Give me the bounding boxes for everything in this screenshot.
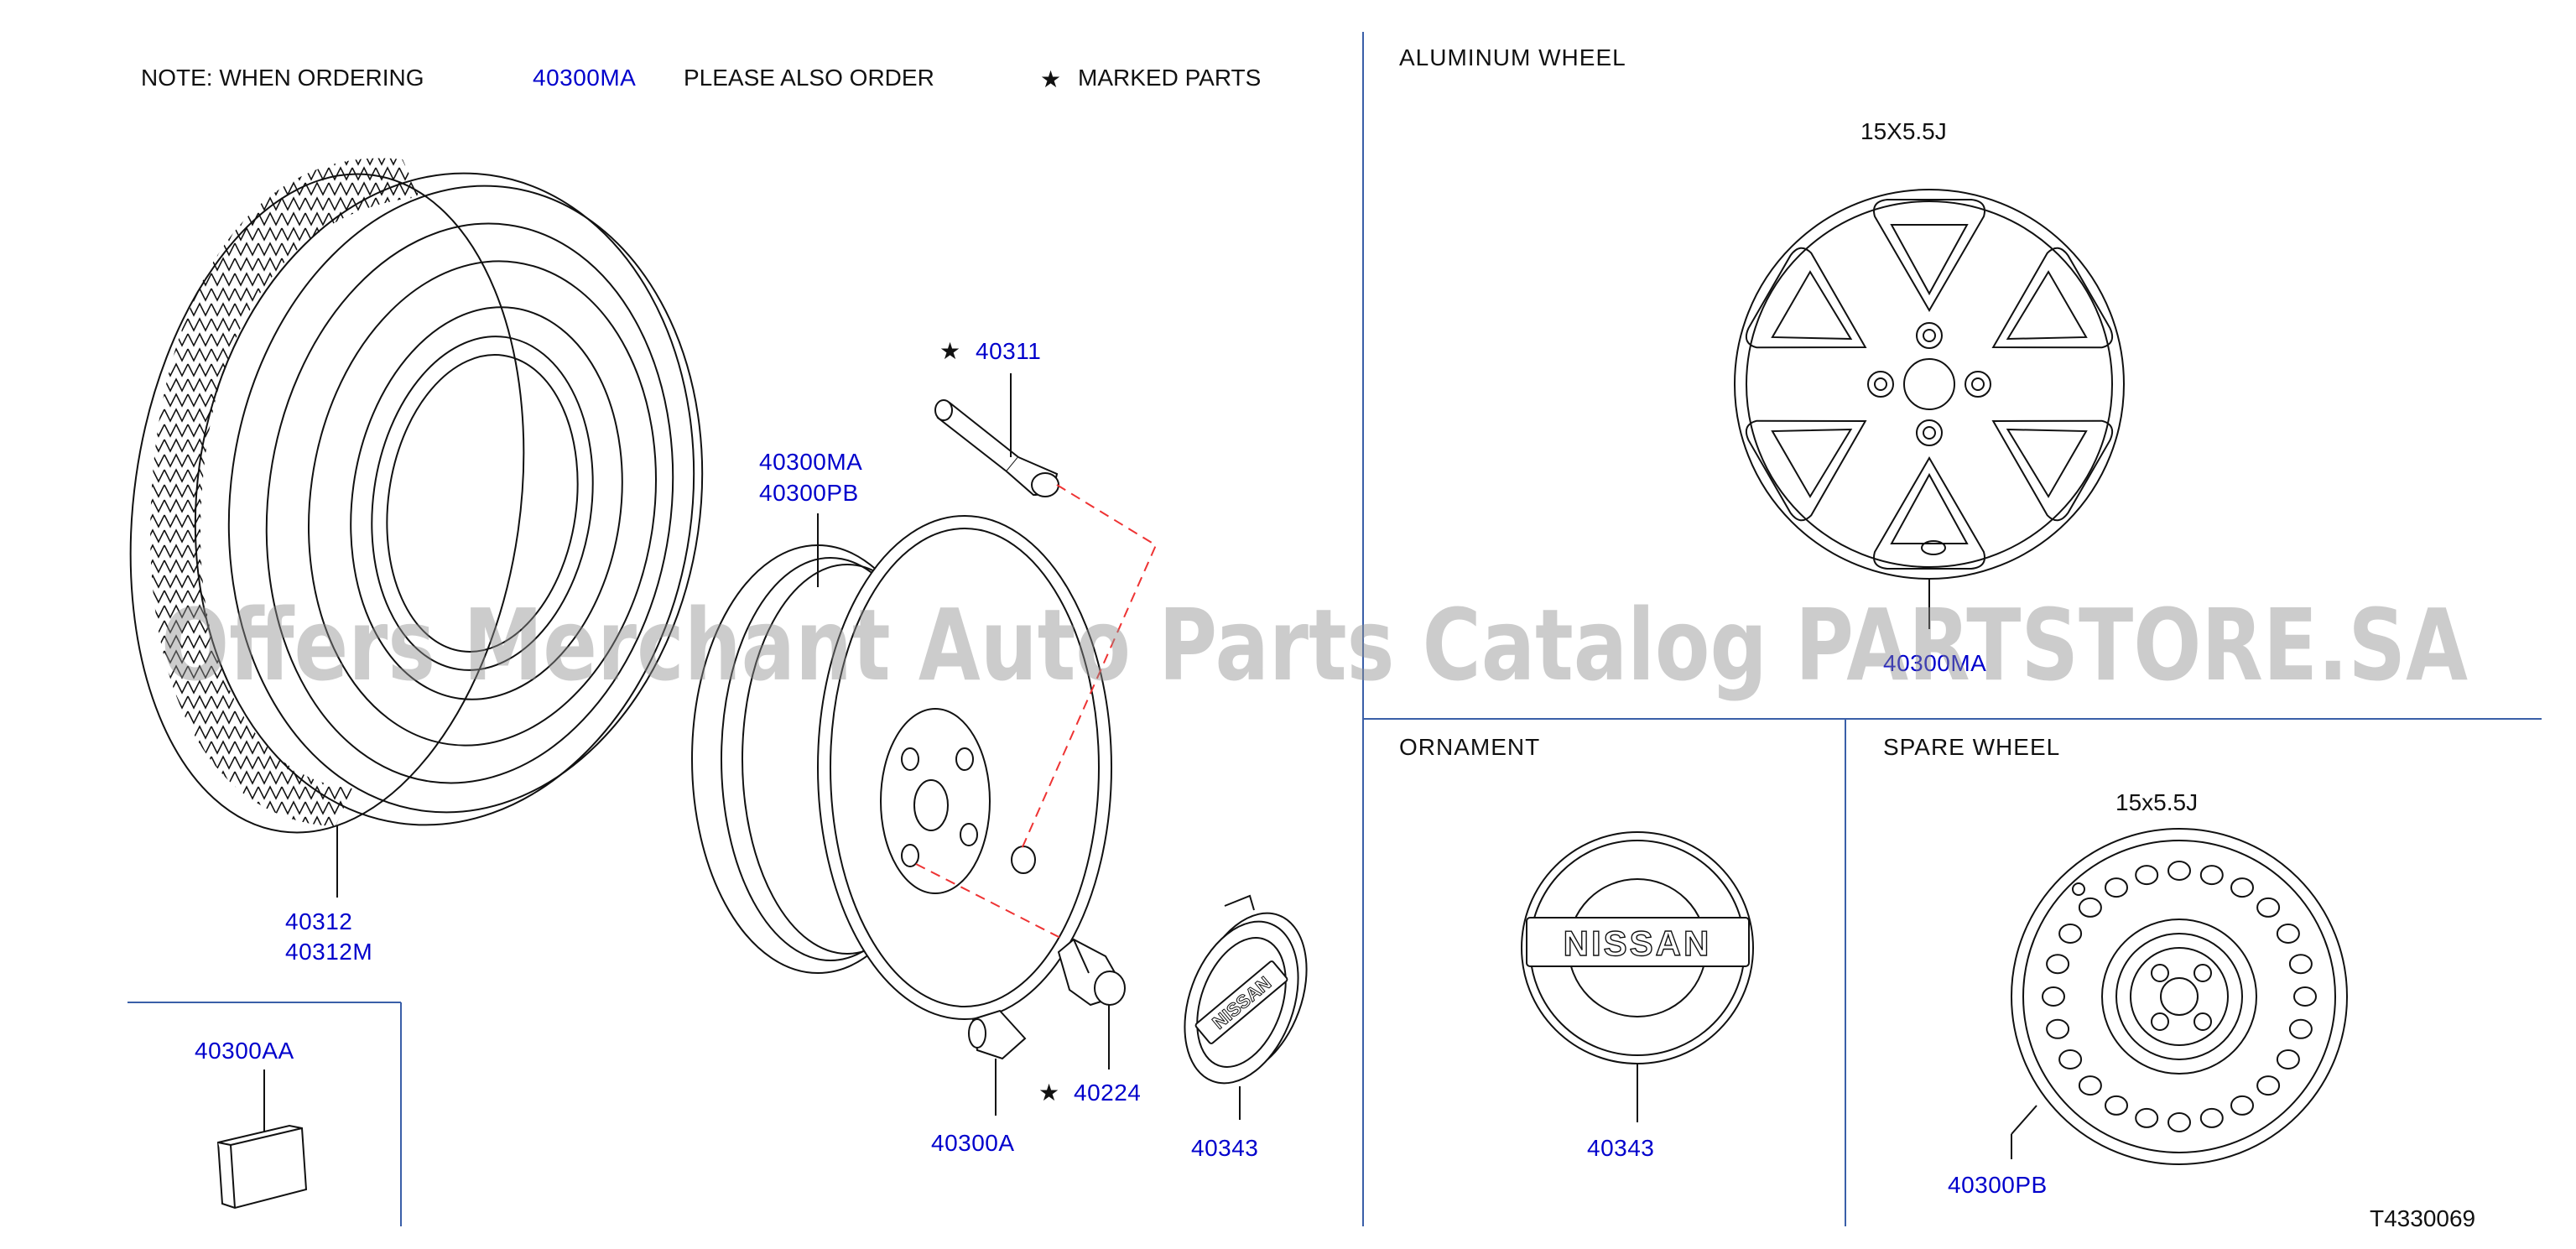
spare-wheel-hole — [2276, 924, 2300, 944]
diagram-id: T4330069 — [2370, 1205, 2475, 1231]
section-dividers — [127, 32, 2542, 1226]
spare-wheel-hole — [2293, 986, 2317, 1007]
note-middle: PLEASE ALSO ORDER — [684, 65, 934, 91]
tire-drawing — [129, 158, 704, 834]
spare-wheel-hole — [2105, 1095, 2128, 1116]
spare-wheel-hole — [2230, 877, 2254, 898]
spare-wheel-hole — [2078, 897, 2102, 918]
order-note: NOTE: WHEN ORDERING 40300MA PLEASE ALSO … — [141, 65, 1261, 92]
note-prefix: NOTE: WHEN ORDERING — [141, 65, 424, 91]
weight-aa-drawing — [216, 1124, 308, 1210]
part-label-40224[interactable]: 40224 — [1074, 1080, 1141, 1106]
spare-wheel-hole — [2135, 1107, 2159, 1128]
center-cap-drawing: NISSAN — [1184, 894, 1308, 1085]
spare-wheel-hole — [2105, 877, 2128, 898]
part-label-ornament-40343[interactable]: 40343 — [1587, 1135, 1654, 1161]
spare-wheel-size: 15x5.5J — [2115, 789, 2198, 815]
part-label-40300aa[interactable]: 40300AA — [195, 1038, 294, 1064]
spare-wheel-hole — [2046, 954, 2070, 975]
nut-star-icon: ★ — [1038, 1080, 1059, 1106]
spare-wheel-hole — [2230, 1095, 2254, 1116]
spare-wheel-hole — [2058, 924, 2083, 944]
spare-wheel-hole — [2135, 865, 2159, 886]
spare-wheel-hole — [2167, 861, 2191, 881]
part-label-40300ma[interactable]: 40300MA — [759, 449, 862, 475]
section-title-spare-wheel: SPARE WHEEL — [1883, 734, 2060, 760]
section-title-ornament: ORNAMENT — [1399, 734, 1540, 760]
spare-wheel-hole — [2276, 1049, 2300, 1069]
spare-wheel-hole — [2046, 1018, 2070, 1039]
ornament-logo-text: NISSAN — [1564, 924, 1712, 963]
star-icon: ★ — [1040, 66, 1061, 92]
ornament-drawing: NISSAN — [1521, 831, 1754, 1064]
spare-leader-diag — [2011, 1105, 2037, 1135]
spare-wheel-drawing — [2011, 828, 2348, 1165]
weight-a-drawing — [968, 1009, 1027, 1060]
aluminum-wheel-drawing — [1734, 189, 2125, 580]
lug-nut-drawing — [1057, 938, 1126, 1007]
part-label-40300a[interactable]: 40300A — [931, 1130, 1015, 1156]
spare-wheel-hole — [2199, 865, 2224, 886]
part-label-40343[interactable]: 40343 — [1191, 1135, 1258, 1161]
spare-wheel-hole — [2042, 986, 2065, 1007]
aluminum-wheel-size: 15X5.5J — [1860, 118, 1947, 144]
spare-wheel-hole — [2288, 954, 2313, 975]
section-title-aluminum-wheel: ALUMINUM WHEEL — [1399, 44, 1626, 70]
part-label-spare-40300pb[interactable]: 40300PB — [1948, 1172, 2048, 1198]
watermark-text: Offers Merchant Auto Parts Catalog PARTS… — [161, 587, 2468, 703]
part-label-40312[interactable]: 40312 — [285, 908, 352, 934]
assembly-lines — [915, 484, 1158, 940]
valve-star-icon: ★ — [939, 338, 960, 364]
part-label-40312m[interactable]: 40312M — [285, 939, 372, 965]
spare-wheel-hole — [2199, 1107, 2224, 1128]
spare-wheel-hole — [2256, 1075, 2281, 1096]
spare-wheel-hole — [2256, 897, 2281, 918]
note-part-link[interactable]: 40300MA — [533, 65, 636, 91]
part-label-40311[interactable]: 40311 — [976, 338, 1041, 364]
spare-wheel-hole — [2058, 1049, 2083, 1069]
spare-wheel-hole — [2288, 1018, 2313, 1039]
part-label-alu-40300ma[interactable]: 40300MA — [1883, 650, 1986, 676]
part-label-40300pb[interactable]: 40300PB — [759, 480, 859, 506]
spare-wheel-hole — [2167, 1112, 2191, 1132]
note-suffix: MARKED PARTS — [1078, 65, 1261, 91]
valve-drawing — [934, 399, 1059, 497]
spare-wheel-hole — [2078, 1075, 2102, 1096]
